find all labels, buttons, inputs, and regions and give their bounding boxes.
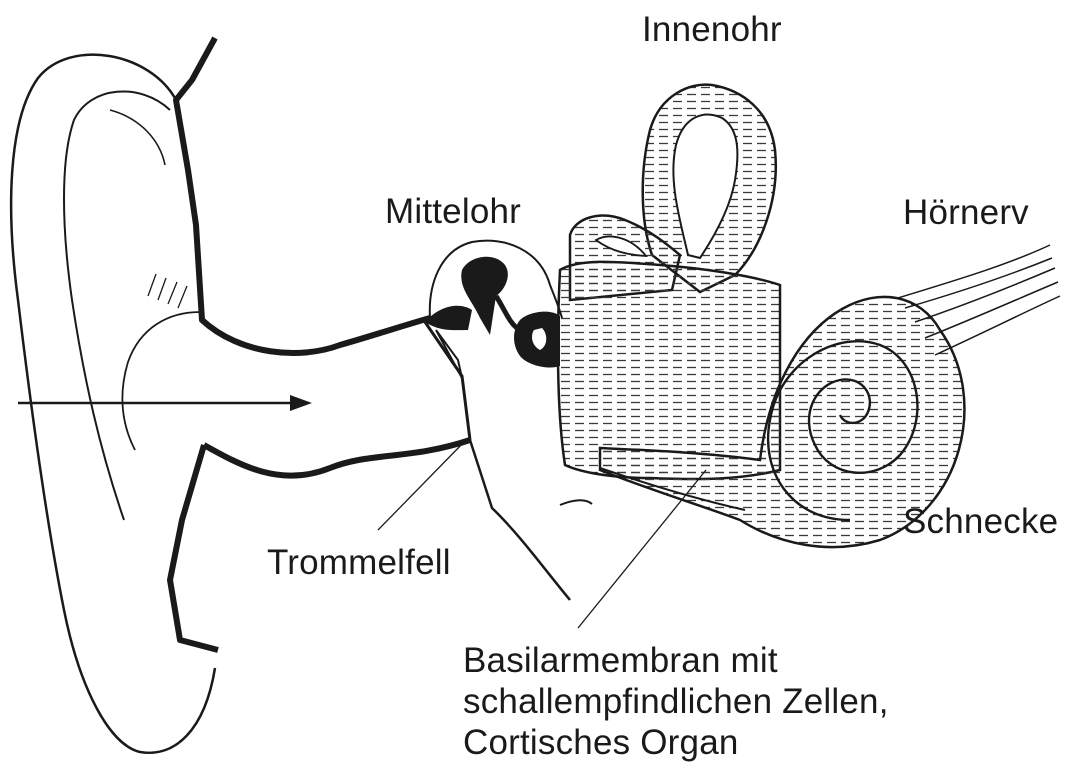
label-schnecke: Schnecke bbox=[903, 504, 1058, 539]
label-mittelohr: Mittelohr bbox=[385, 194, 521, 229]
inner-ear-vestibule bbox=[558, 85, 780, 479]
label-basilar-line-3: Cortisches Organ bbox=[463, 722, 889, 763]
stirrup-bone bbox=[514, 312, 560, 368]
label-basilar-line-1: Basilarmembran mit bbox=[463, 640, 889, 681]
label-trommelfell: Trommelfell bbox=[267, 545, 451, 580]
anvil-bone bbox=[425, 306, 472, 330]
right-arrow-icon bbox=[18, 395, 312, 411]
eardrum bbox=[425, 322, 470, 440]
label-basilarmembran: Basilarmembran mit schallempfindlichen Z… bbox=[463, 640, 889, 763]
label-hoernerv: Hörnerv bbox=[903, 195, 1029, 230]
label-basilar-line-2: schallempfindlichen Zellen, bbox=[463, 681, 889, 722]
label-innenohr: Innenohr bbox=[642, 12, 782, 47]
basilar-leader-line bbox=[578, 470, 706, 628]
